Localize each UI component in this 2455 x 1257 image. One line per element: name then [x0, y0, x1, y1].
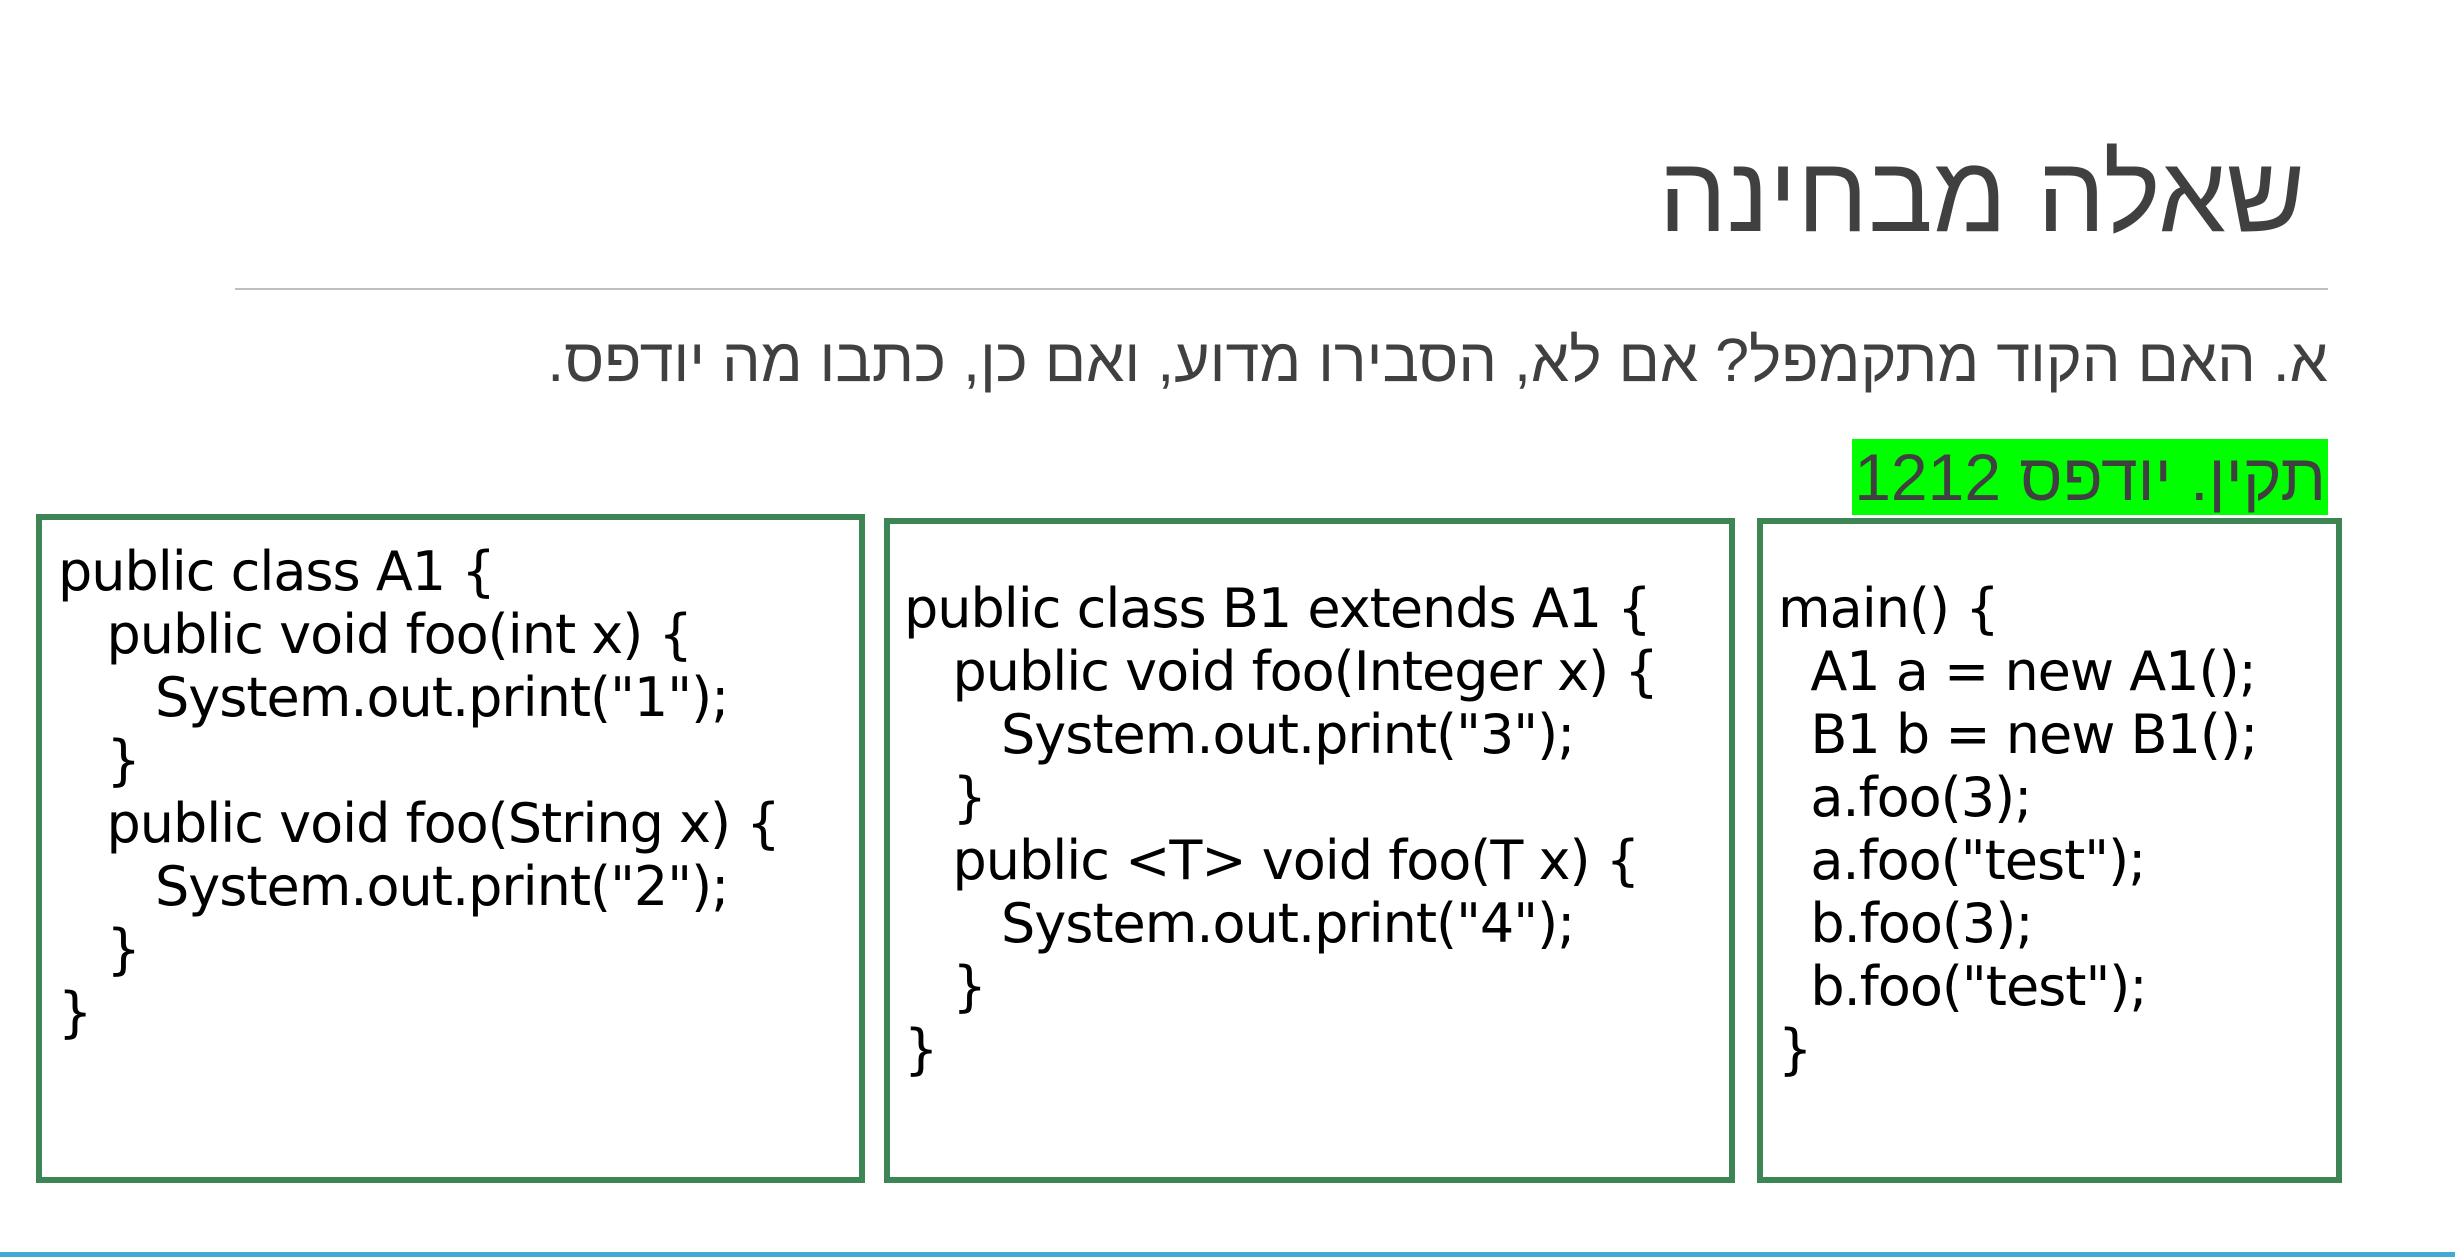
answer-highlight: תקין. יודפס 1212 — [1852, 439, 2328, 515]
question-text: א. האם הקוד מתקמפל? אם לא, הסבירו מדוע, … — [547, 326, 2328, 394]
slide-title: שאלה מבחינה — [1658, 133, 2305, 254]
code-class-a1: public class A1 { public void foo(int x)… — [58, 540, 781, 1044]
code-class-b1: public class B1 extends A1 { public void… — [904, 577, 1659, 1081]
bottom-rule — [0, 1252, 2455, 1257]
code-main: main() { A1 a = new A1(); B1 b = new B1(… — [1778, 577, 2258, 1081]
title-divider — [235, 288, 2328, 290]
code-box-main: main() { A1 a = new A1(); B1 b = new B1(… — [1757, 518, 2342, 1183]
code-box-class-a1: public class A1 { public void foo(int x)… — [36, 514, 865, 1183]
code-box-class-b1: public class B1 extends A1 { public void… — [884, 518, 1735, 1183]
